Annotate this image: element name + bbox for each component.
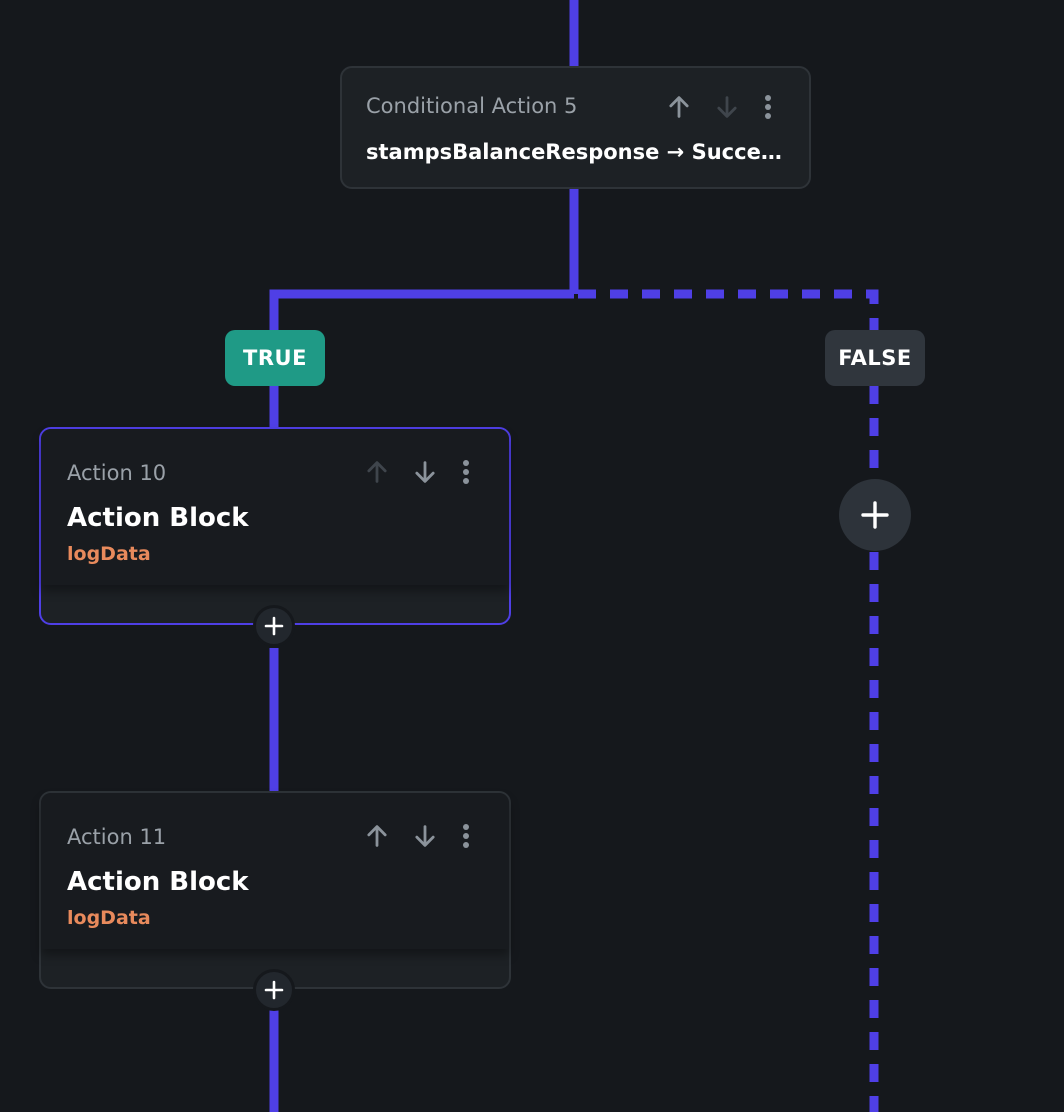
- more-vertical-icon[interactable]: [451, 821, 481, 851]
- conditional-action-label: Conditional Action 5: [366, 94, 578, 118]
- conditional-expression: stampsBalanceResponse → Succee...: [366, 140, 786, 164]
- plus-icon: [861, 501, 889, 529]
- conditional-action-card[interactable]: Conditional Action 5 stampsBalanceRespon…: [340, 66, 811, 189]
- action-label: Action 10: [67, 461, 167, 485]
- false-branch-badge: FALSE: [825, 330, 925, 386]
- plus-icon: [264, 616, 284, 636]
- more-vertical-icon[interactable]: [753, 92, 783, 122]
- action-title: Action Block: [67, 867, 249, 897]
- add-action-button[interactable]: [253, 605, 295, 647]
- connector-false-branch: [578, 289, 879, 332]
- add-false-branch-action-button[interactable]: [839, 479, 911, 551]
- arrow-down-icon[interactable]: [410, 457, 440, 487]
- arrow-down-icon[interactable]: [410, 821, 440, 851]
- action-card-body: [41, 429, 509, 585]
- more-vertical-icon[interactable]: [451, 457, 481, 487]
- action-card-10[interactable]: Action 10 Action Block logData: [39, 427, 511, 625]
- plus-icon: [264, 980, 284, 1000]
- action-card-body: [41, 793, 509, 949]
- add-action-button[interactable]: [253, 969, 295, 1011]
- true-branch-badge: TRUE: [225, 330, 325, 386]
- action-title: Action Block: [67, 503, 249, 533]
- arrow-up-icon[interactable]: [664, 92, 694, 122]
- action-label: Action 11: [67, 825, 167, 849]
- arrow-down-icon[interactable]: [712, 92, 742, 122]
- action-subtitle: logData: [67, 543, 151, 565]
- action-card-11[interactable]: Action 11 Action Block logData: [39, 791, 511, 989]
- action-subtitle: logData: [67, 907, 151, 929]
- arrow-up-icon[interactable]: [362, 457, 392, 487]
- arrow-up-icon[interactable]: [362, 821, 392, 851]
